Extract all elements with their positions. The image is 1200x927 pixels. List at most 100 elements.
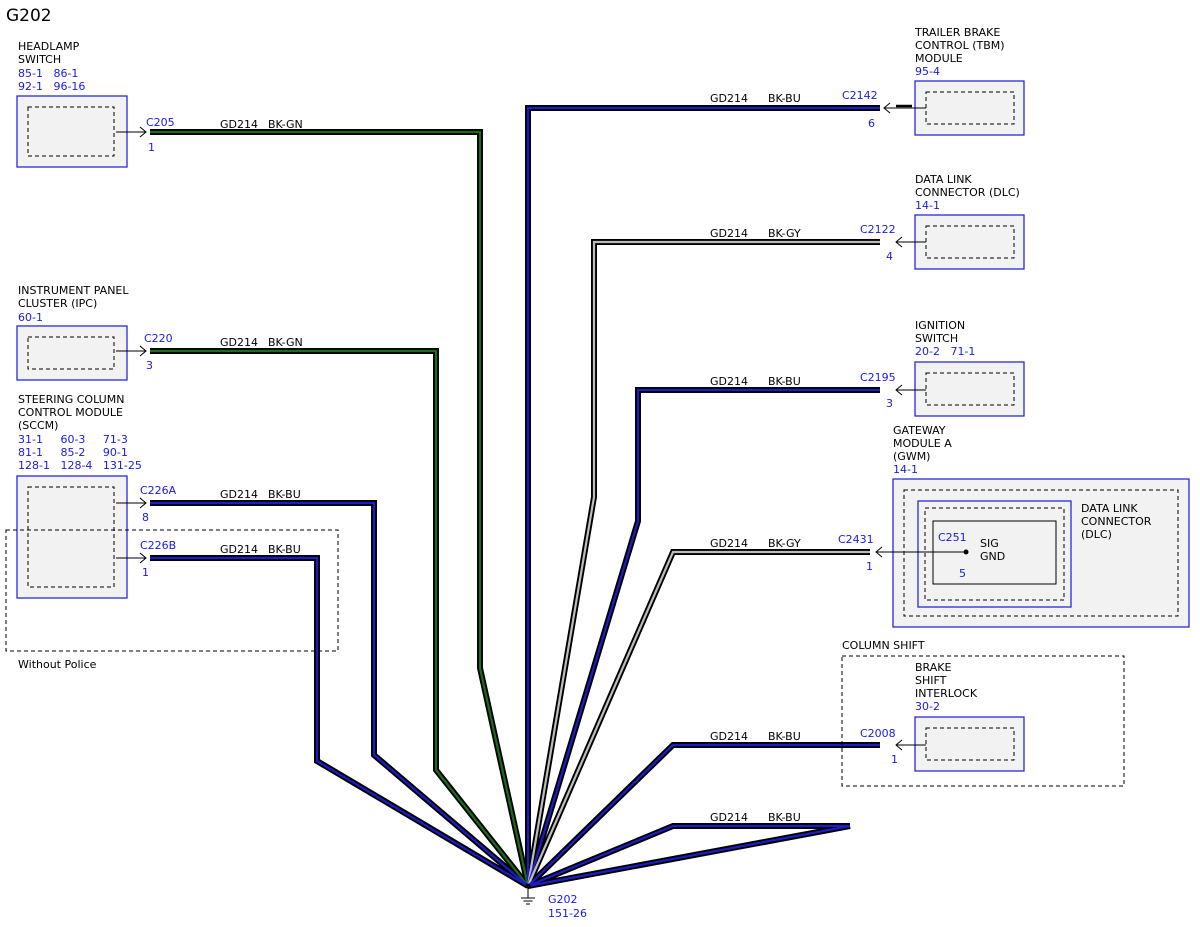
wire-splice-core [527,824,851,888]
sccm-ref-2: 81-1 85-2 90-1 [18,446,128,459]
ignition-name-2: SWITCH [915,332,958,345]
c2431-connector-id: C2431 [838,533,874,546]
c226b-arrow-icon [116,552,147,564]
wire-c2195-core [526,388,880,887]
c226b-connector-id: C226B [140,539,176,552]
wire-c2142-core [526,106,880,886]
bsi-box [914,716,1025,772]
sccm-name-3: (SCCM) [18,419,58,432]
column-shift-group [841,655,1125,787]
component-brake-shift-interlock: BRAKE SHIFT INTERLOCK 30-2 [914,661,1025,772]
ipc-box [16,325,128,381]
c2008-pin: 1 [891,753,898,766]
c226a-connector-id: C226A [140,484,177,497]
bsi-name-1: BRAKE [915,661,951,674]
sccm-inner [27,486,115,588]
c2122-connector-id: C2122 [860,223,896,236]
wire-c205-color: BK-GN [268,118,303,131]
wire-c226a-circuit: GD214 [220,488,258,501]
ground-splice-dot [525,883,531,889]
headlamp-box [16,95,128,168]
gwm-dlc-name-1: DATA LINK [1081,502,1138,515]
wire-c2122-casing [525,239,880,887]
gwm-signal-1: SIG [980,537,999,550]
tbm-name-3: MODULE [915,52,963,65]
wire-c220-circuit: GD214 [220,336,258,349]
gwm-dlc-box [917,500,1072,608]
ignition-ref-1: 20-2 71-1 [915,345,975,358]
wire-c2431-circuit: GD214 [710,537,748,550]
wire-c226b-circuit: GD214 [220,543,258,556]
bsi-name-3: INTERLOCK [915,687,978,700]
c2431-arrow-icon [875,546,966,558]
sccm-ref-3: 128-1 128-4 131-25 [18,459,142,472]
wire-c2122-core [526,240,880,887]
gwm-signal-2: GND [980,550,1005,563]
wire-c2008-core [527,743,880,887]
c2142-connector-id: C2142 [842,89,878,102]
c220-pin: 3 [146,359,153,372]
bsi-ref-1: 30-2 [915,700,940,713]
c226a-arrow-icon [116,497,147,509]
sccm-ref-1: 31-1 60-3 71-3 [18,433,128,446]
headlamp-inner [27,106,115,157]
wire-c2431-color: BK-GY [768,537,801,550]
bsi-inner [925,727,1015,761]
c205-arrow-icon [116,126,147,138]
component-trailer-brake-control-module: TRAILER BRAKE CONTROL (TBM) MODULE 95-4 [914,26,1025,136]
ipc-ref-1: 60-1 [18,311,43,324]
component-steering-column-control-module: STEERING COLUMN CONTROL MODULE (SCCM) 31… [16,393,142,599]
without-police-group [5,529,339,652]
c2431-pin: 1 [866,560,873,573]
c220-arrow-icon [116,345,147,357]
tbm-box [914,80,1025,136]
dlc-box [914,214,1025,270]
sccm-box [16,475,128,599]
ignition-name-1: IGNITION [915,319,965,332]
wire-c226b-core [150,556,529,887]
c205-connector-id: C205 [146,116,175,129]
bsi-name-2: SHIFT [915,674,947,687]
c2142-arrow-icon [883,102,926,114]
column-shift-label: COLUMN SHIFT [842,639,925,652]
component-data-link-connector: DATA LINK CONNECTOR (DLC) 14-1 [914,173,1025,270]
c2008-arrow-icon [895,739,926,751]
tbm-name-1: TRAILER BRAKE [914,26,1000,39]
c2122-pin: 4 [886,250,893,263]
component-gateway-module-a: GATEWAY MODULE A (GWM) 14-1 DATA LINK CO… [892,424,1190,628]
wire-c2008-circuit: GD214 [710,730,748,743]
c205-pin: 1 [148,141,155,154]
component-headlamp-switch: HEADLAMP SWITCH 85-1 86-1 92-1 96-16 [16,40,128,168]
c226b-pin: 1 [142,566,149,579]
dlc-ref-1: 14-1 [915,199,940,212]
c220-connector-id: C220 [144,332,173,345]
wire-c226b-color: BK-BU [268,543,301,556]
wire-c2008-color: BK-BU [768,730,801,743]
wire-c226a-core [150,501,529,887]
wire-casings [150,105,880,889]
dlc-name-1: DATA LINK [915,173,972,186]
component-ignition-switch: IGNITION SWITCH 20-2 71-1 [914,319,1025,417]
c2008-connector-id: C2008 [860,727,896,740]
ground-icon [521,888,535,905]
gwm-name-1: GATEWAY [893,424,946,437]
wire-c2431-core [526,550,870,887]
c2195-arrow-icon [895,384,926,396]
sccm-name-2: CONTROL MODULE [18,406,123,419]
wire-c2122-circuit: GD214 [710,227,748,240]
ipc-inner [27,336,115,370]
wire-c205-circuit: GD214 [220,118,258,131]
wire-c2195-casing [525,387,880,887]
wire-c2142-circuit: GD214 [710,92,748,105]
wire-c2142-color: BK-BU [768,92,801,105]
c2195-connector-id: C2195 [860,371,896,384]
gwm-ref-1: 14-1 [893,463,918,476]
dlc-name-2: CONNECTOR (DLC) [915,186,1020,199]
c226a-pin: 8 [142,511,149,524]
gwm-dlc-inner [924,507,1065,601]
headlamp-name-2: SWITCH [18,53,61,66]
wire-c220-color: BK-GN [268,336,303,349]
right-connectors [875,102,966,751]
